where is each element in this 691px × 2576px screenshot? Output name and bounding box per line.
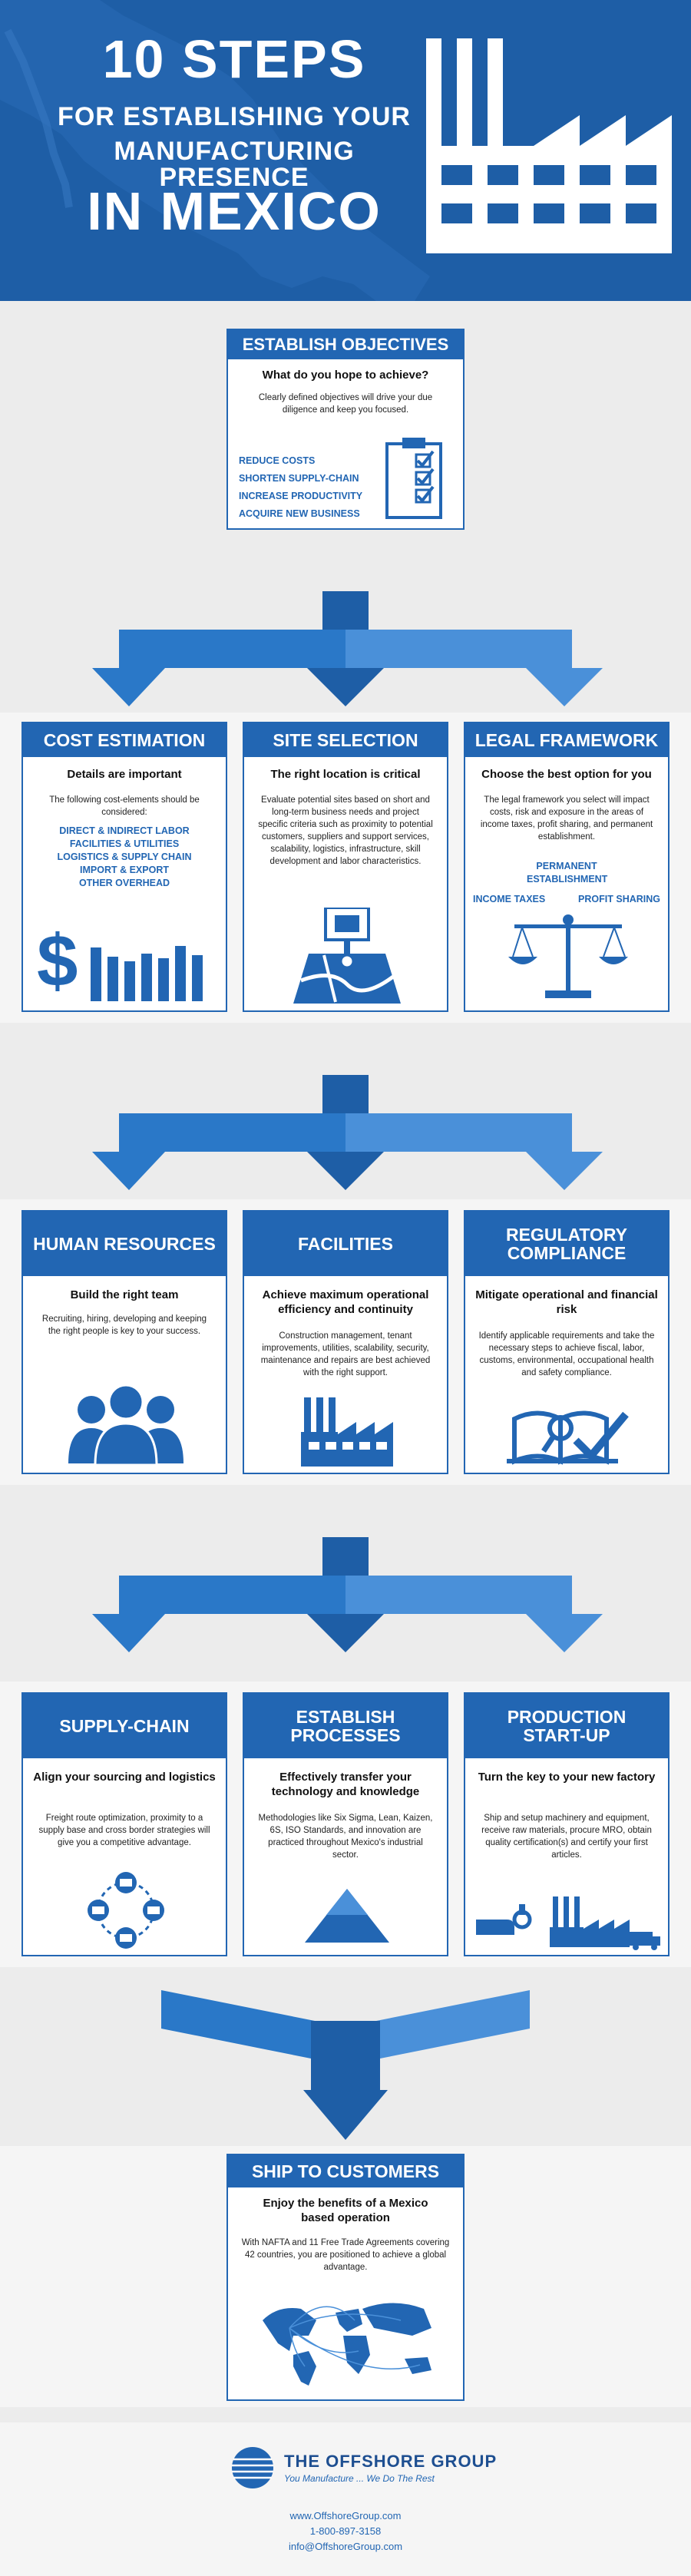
header-banner: 10 STEPS FOR ESTABLISHING YOUR MANUFACTU… xyxy=(0,0,691,301)
title-line-1: FOR ESTABLISHING YOUR xyxy=(58,102,411,131)
list-item: ACQUIRE NEW BUSINESS xyxy=(239,508,360,519)
dollar-icon: $ xyxy=(37,920,78,1002)
card-title: PRODUCTION START-UP xyxy=(465,1694,668,1758)
card-facilities: FACILITIES Achieve maximum operational e… xyxy=(243,1210,448,1474)
card-establish-objectives: ESTABLISH OBJECTIVES What do you hope to… xyxy=(226,329,465,530)
card-subtitle: Enjoy the benefits of a Mexico based ope… xyxy=(263,2197,428,2224)
phone-number[interactable]: 1-800-897-3158 xyxy=(309,2525,382,2538)
factory-icon xyxy=(301,1397,393,1467)
card-subtitle: Turn the key to your new factory xyxy=(478,1771,656,1784)
card-subtitle: Choose the best option for you xyxy=(481,768,652,781)
label-income-taxes: INCOME TAXES xyxy=(473,894,546,904)
card-production-start-up: PRODUCTION START-UP Turn the key to your… xyxy=(464,1692,670,1956)
contact-info: www.OffshoreGroup.com 1-800-897-3158 inf… xyxy=(0,2508,691,2555)
card-body: Evaluate potential sites based on short … xyxy=(258,795,433,867)
card-title: COST ESTIMATION xyxy=(23,723,226,757)
flow-arrows-1 xyxy=(92,591,603,706)
card-body: The legal framework you select will impa… xyxy=(480,795,653,842)
company-logo: THE OFFSHORE GROUP You Manufacture ... W… xyxy=(230,2445,497,2490)
label-profit-sharing: PROFIT SHARING xyxy=(578,894,660,904)
card-human-resources: HUMAN RESOURCES Build the right team Rec… xyxy=(21,1210,227,1474)
card-supply-chain: SUPPLY-CHAIN Align your sourcing and log… xyxy=(21,1692,227,1956)
card-establish-processes: ESTABLISH PROCESSES Effectively transfer… xyxy=(243,1692,448,1956)
brand-name: THE OFFSHORE GROUP xyxy=(284,2452,498,2471)
flow-arrows-4 xyxy=(161,1990,530,2140)
mexico-map-icon xyxy=(0,0,430,301)
card-body: Ship and setup machinery and equipment, … xyxy=(481,1814,652,1860)
objectives-list: REDUCE COSTS SHORTEN SUPPLY-CHAIN INCREA… xyxy=(239,451,362,522)
card-body: Clearly defined objectives will drive yo… xyxy=(258,393,433,415)
card-title: SHIP TO CUSTOMERS xyxy=(228,2155,463,2187)
card-title: ESTABLISH PROCESSES xyxy=(244,1694,447,1758)
email-link[interactable]: info@OffshoreGroup.com xyxy=(288,2541,403,2553)
card-subtitle: The right location is critical xyxy=(270,768,421,781)
card-legal-framework: LEGAL FRAMEWORK Choose the best option f… xyxy=(464,722,670,1012)
card-body: The following cost-elements should be co… xyxy=(49,795,200,818)
key-factory-truck-icon xyxy=(476,1896,660,1950)
footer: THE OFFSHORE GROUP You Manufacture ... W… xyxy=(0,2422,691,2576)
list-item: REDUCE COSTS xyxy=(239,455,316,466)
scales-of-justice-icon xyxy=(508,914,628,998)
list-item: SHORTEN SUPPLY-CHAIN xyxy=(239,472,359,484)
bar-graph-icon xyxy=(91,946,203,1001)
list-item: IMPORT & EXPORT xyxy=(80,864,169,875)
card-title: HUMAN RESOURCES xyxy=(23,1212,226,1276)
card-body: With NAFTA and 11 Free Trade Agreements … xyxy=(241,2238,450,2273)
card-title: REGULATORY COMPLIANCE xyxy=(465,1212,668,1276)
card-body: Methodologies like Six Sigma, Lean, Kaiz… xyxy=(258,1814,433,1860)
card-body: Freight route optimization, proximity to… xyxy=(38,1814,210,1848)
title-line-2: MANUFACTURING PRESENCE xyxy=(114,137,355,192)
clipboard-checklist-icon xyxy=(385,438,442,519)
card-subtitle: What do you hope to achieve? xyxy=(262,369,429,382)
card-cost-estimation: COST ESTIMATION Details are important Th… xyxy=(21,722,227,1012)
list-item: FACILITIES & UTILITIES xyxy=(69,838,180,849)
cost-elements-list: DIRECT & INDIRECT LABOR FACILITIES & UTI… xyxy=(31,825,218,889)
card-title: ESTABLISH OBJECTIVES xyxy=(228,330,463,359)
pyramid-icon xyxy=(305,1889,389,1943)
globe-logo-icon xyxy=(232,2447,273,2488)
card-ship-to-customers: SHIP TO CUSTOMERS Enjoy the benefits of … xyxy=(226,2154,465,2401)
label-permanent-establishment: PERMANENT ESTABLISHMENT xyxy=(527,861,608,885)
supply-cycle-icon xyxy=(88,1872,164,1949)
card-subtitle: Details are important xyxy=(67,768,182,781)
brand-tagline: You Manufacture ... We Do The Rest xyxy=(284,2473,435,2484)
card-title: FACILITIES xyxy=(244,1212,447,1276)
card-subtitle: Effectively transfer your technology and… xyxy=(271,1771,420,1798)
card-subtitle: Achieve maximum operational efficiency a… xyxy=(262,1288,429,1316)
flow-arrows-3 xyxy=(92,1537,603,1652)
card-subtitle: Build the right team xyxy=(70,1288,179,1301)
title-bottom: IN MEXICO xyxy=(87,181,382,241)
card-subtitle: Align your sourcing and logistics xyxy=(33,1771,216,1784)
flow-arrows-2 xyxy=(92,1075,603,1190)
world-map-icon xyxy=(263,2303,431,2386)
card-title: SITE SELECTION xyxy=(244,723,447,757)
card-site-selection: SITE SELECTION The right location is cri… xyxy=(243,722,448,1012)
card-body: Recruiting, hiring, developing and keepi… xyxy=(41,1314,207,1337)
list-item: DIRECT & INDIRECT LABOR xyxy=(59,825,190,836)
list-item: OTHER OVERHEAD xyxy=(78,877,170,888)
card-title: SUPPLY-CHAIN xyxy=(23,1694,226,1758)
title-main: 10 STEPS xyxy=(102,29,366,89)
book-checkmark-icon xyxy=(507,1410,629,1465)
factory-icon xyxy=(426,38,672,253)
card-body: Construction management, tenant improvem… xyxy=(260,1331,431,1378)
list-item: INCREASE PRODUCTIVITY xyxy=(239,490,363,501)
website-link[interactable]: www.OffshoreGroup.com xyxy=(289,2510,402,2521)
card-subtitle: Mitigate operational and financial risk xyxy=(475,1288,658,1316)
card-regulatory-compliance: REGULATORY COMPLIANCE Mitigate operation… xyxy=(464,1210,670,1474)
site-map-pin-icon xyxy=(293,908,401,1004)
card-body: Identify applicable requirements and tak… xyxy=(478,1331,655,1378)
card-title: LEGAL FRAMEWORK xyxy=(465,723,668,757)
list-item: LOGISTICS & SUPPLY CHAIN xyxy=(57,851,192,862)
people-team-icon xyxy=(68,1384,183,1465)
